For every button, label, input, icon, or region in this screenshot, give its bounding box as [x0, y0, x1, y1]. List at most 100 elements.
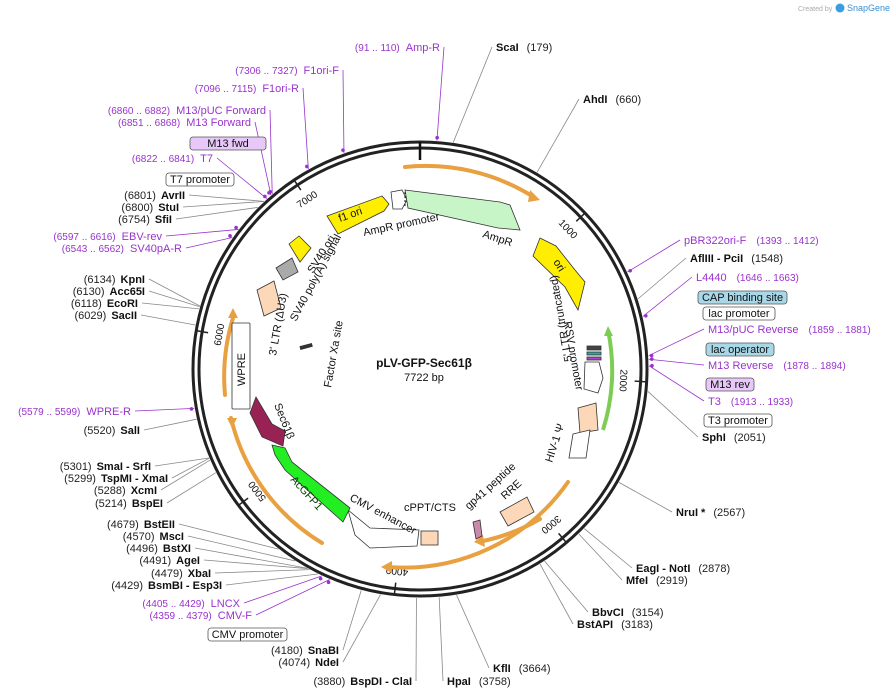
- orange-arcs: [222, 163, 570, 570]
- boxed-label-frame: [697, 290, 788, 305]
- primer-position: (1878 .. 1894): [783, 361, 845, 372]
- boxed-label-frame: [207, 627, 288, 642]
- primer-position: (6851 .. 6868): [118, 118, 180, 129]
- leader-line: [342, 590, 362, 651]
- svg-text:(4074)NdeI: (4074)NdeI: [278, 657, 339, 669]
- boxed-label-t7promoter: T7 promoter: [165, 172, 235, 187]
- enzyme-position: (6029): [75, 310, 107, 322]
- primer-position: (6822 .. 6841): [132, 154, 194, 165]
- orange-arc-lower: [386, 480, 570, 570]
- boxed-label-frame: [705, 342, 775, 357]
- enzyme-name: BspDI - ClaI: [350, 676, 412, 688]
- tick-mark: [634, 380, 647, 383]
- primer-name: T7: [200, 153, 213, 165]
- primer-name: pBR322ori-F: [684, 235, 747, 247]
- tick-mark: [558, 532, 567, 544]
- enzyme-name: BstAPI: [577, 619, 613, 631]
- leader-line: [637, 257, 687, 300]
- primer-name: WPRE-R: [86, 406, 131, 418]
- primer-position: (5579 .. 5599): [18, 407, 80, 418]
- label-wpre: WPRE: [236, 353, 248, 386]
- tick-label: 3000: [538, 513, 562, 536]
- snapgene-logo-icon: [835, 3, 845, 13]
- leader-line: [544, 560, 589, 613]
- svg-text:(5520)SalI: (5520)SalI: [84, 425, 140, 437]
- arrowhead-left-upper: [228, 308, 238, 318]
- leader-line: [536, 98, 580, 173]
- boxed-label-m13rev: M13 rev: [705, 377, 755, 392]
- leader-line: [225, 573, 318, 586]
- primer-wpre-r: (5579 .. 5599) WPRE-R: [18, 406, 131, 418]
- enzyme-position: (2919): [656, 575, 688, 587]
- enzyme-site-acc65i: (6130)Acc65I: [73, 286, 145, 298]
- primer-name: L4440: [696, 272, 727, 284]
- enzyme-site-bspei: (5214)BspEI: [95, 498, 163, 510]
- leader-line: [648, 328, 705, 357]
- boxed-label-text: M13 fwd: [207, 138, 249, 150]
- leader-line: [255, 579, 330, 616]
- leader-line: [165, 229, 239, 237]
- primer-mark: [189, 407, 194, 411]
- enzyme-position: (3880): [313, 676, 345, 688]
- svg-text:KflI(3664): KflI(3664): [493, 663, 551, 675]
- enzyme-name: AvrII: [161, 190, 185, 202]
- tick-label: 1000: [556, 218, 580, 242]
- boxed-label-text: CMV promoter: [212, 629, 284, 641]
- leader-line: [648, 358, 705, 366]
- primer-t7: (6822 .. 6841) T7: [132, 153, 213, 165]
- enzyme-name: SfiI: [155, 214, 172, 226]
- svg-text:(6801)AvrII: (6801)AvrII: [124, 190, 185, 202]
- leader-line: [642, 276, 693, 317]
- enzyme-name: SnaBI: [308, 645, 339, 657]
- arrowhead-green: [604, 326, 613, 336]
- arrowhead-left-lower: [227, 418, 237, 428]
- primer-name: T3: [708, 396, 721, 408]
- primer-position: (4359 .. 4379): [150, 611, 212, 622]
- primer-ebv-rev: (6597 .. 6616)EBV-rev: [53, 231, 162, 243]
- svg-text:(5214)BspEI: (5214)BspEI: [95, 498, 163, 510]
- primer-position: (4405 .. 4429): [142, 599, 204, 610]
- enzyme-site-bbvci: BbvCI(3154): [592, 607, 664, 619]
- label-factorxa: Factor Xa site: [322, 320, 346, 389]
- enzyme-position: (4180): [271, 645, 303, 657]
- enzyme-position: (4429): [111, 580, 143, 592]
- orange-arrowheads: [227, 190, 540, 573]
- enzyme-position: (3154): [632, 607, 664, 619]
- tick-mark: [393, 582, 397, 595]
- primer-mark: [650, 363, 654, 368]
- enzyme-site-sacii: (6029)SacII: [75, 310, 137, 322]
- enzyme-position: (6130): [73, 286, 105, 298]
- enzyme-site-mfei: MfeI(2919): [626, 575, 688, 587]
- svg-text:MfeI(2919): MfeI(2919): [626, 575, 688, 587]
- enzyme-position: (6754): [118, 214, 150, 226]
- leader-line: [452, 46, 493, 143]
- svg-text:SphI(2051): SphI(2051): [702, 432, 766, 444]
- svg-text:(5288)XcmI: (5288)XcmI: [94, 485, 157, 497]
- arrowhead-ampr: [528, 190, 540, 202]
- primer-name: F1ori-F: [304, 65, 340, 77]
- enzyme-position: (4570): [123, 531, 155, 543]
- enzyme-site-bsteii: (4679)BstEII: [107, 519, 175, 531]
- svg-text:(6597 .. 6616)EBV-rev: (6597 .. 6616)EBV-rev: [53, 231, 162, 243]
- svg-text:T3(1913 .. 1933): T3(1913 .. 1933): [708, 396, 793, 408]
- enzyme-position: (2878): [698, 563, 730, 575]
- leader-line: [154, 457, 210, 467]
- primer-l4440: L4440(1646 .. 1663): [696, 272, 799, 284]
- leader-line: [436, 46, 445, 141]
- leader-line: [342, 594, 381, 663]
- enzyme-position: (5214): [95, 498, 127, 510]
- boxed-label-frame: [165, 172, 235, 187]
- feature-lac-stack-2: [586, 351, 602, 356]
- primer-mark: [644, 313, 648, 318]
- primer-position: (91 .. 110): [355, 43, 400, 54]
- enzyme-name: TspMI - XmaI: [101, 473, 168, 485]
- svg-text:(5579 .. 5599)WPRE-R: (5579 .. 5599) WPRE-R: [18, 406, 131, 418]
- feature-rsv-promoter: [583, 361, 604, 394]
- enzyme-position: (4479): [151, 568, 183, 580]
- leader-line: [194, 547, 307, 569]
- boxed-label-frame: [702, 306, 776, 321]
- leader-line: [134, 407, 195, 412]
- leader-line: [216, 157, 268, 200]
- primer-mark: [649, 357, 654, 361]
- boxed-label-cmvpromoter: CMV promoter: [207, 627, 288, 642]
